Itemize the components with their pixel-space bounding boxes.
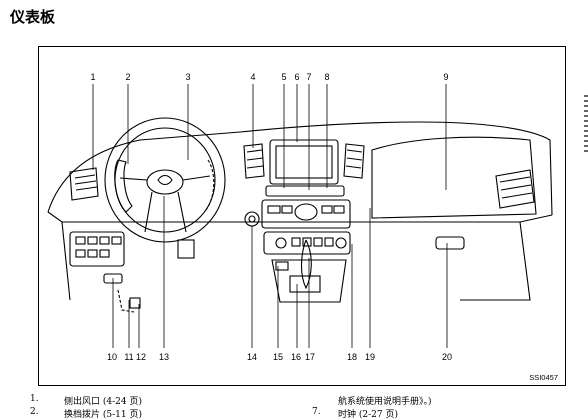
caption-left-1-num: 1.	[30, 394, 39, 404]
figure-code: SSI0457	[529, 373, 558, 382]
center-vent-right	[343, 143, 365, 179]
center-console	[271, 259, 347, 303]
center-vent-left	[243, 143, 265, 179]
caption-left-2-text: 换档拨片 (5-11 页)	[64, 410, 142, 420]
caption-left-1-text: 侧出风口 (4-24 页)	[64, 397, 142, 407]
glove-box-handle	[435, 236, 465, 250]
callout-15: 15	[273, 352, 283, 362]
page-edge-marks	[584, 95, 588, 155]
callout-20: 20	[442, 352, 452, 362]
callout-7: 7	[306, 72, 311, 82]
push-start-button	[244, 211, 260, 227]
callout-3: 3	[185, 72, 190, 82]
pedal-dashed	[117, 289, 135, 313]
hazard-clock-row	[265, 185, 345, 197]
lower-switch-panel	[69, 231, 125, 267]
shift-lever-area	[289, 275, 321, 293]
callout-6: 6	[294, 72, 299, 82]
callout-19: 19	[365, 352, 375, 362]
steering-hub	[146, 169, 184, 195]
callout-16: 16	[291, 352, 301, 362]
callout-4: 4	[250, 72, 255, 82]
passenger-dash	[371, 136, 537, 219]
left-side-vent	[69, 167, 99, 201]
callout-10: 10	[107, 352, 117, 362]
caption-right-2-num: 7.	[312, 407, 321, 417]
center-display	[269, 139, 339, 185]
callout-12: 12	[136, 352, 146, 362]
control-knob	[294, 203, 318, 221]
dashboard-outline	[47, 121, 553, 216]
callout-17: 17	[305, 352, 315, 362]
right-side-vent	[495, 169, 535, 209]
callout-2: 2	[125, 72, 130, 82]
callout-18: 18	[347, 352, 357, 362]
callout-8: 8	[324, 72, 329, 82]
steering-wheel	[104, 117, 226, 243]
audio-controls	[261, 199, 351, 229]
climate-controls	[263, 231, 351, 255]
paddle-shifter	[114, 159, 133, 213]
caption-left-2-num: 2.	[30, 407, 39, 417]
callout-13: 13	[159, 352, 169, 362]
figure-frame	[38, 46, 566, 386]
callout-1: 1	[90, 72, 95, 82]
page-title: 仪表板	[10, 8, 56, 26]
callout-11: 11	[124, 352, 133, 362]
callout-5: 5	[281, 72, 286, 82]
caption-right-2-text: 时钟 (2-27 页)	[338, 410, 398, 420]
caption-right-1-text: 航系统使用说明手册》。)	[338, 397, 432, 407]
callout-14: 14	[247, 352, 257, 362]
callout-9: 9	[443, 72, 448, 82]
